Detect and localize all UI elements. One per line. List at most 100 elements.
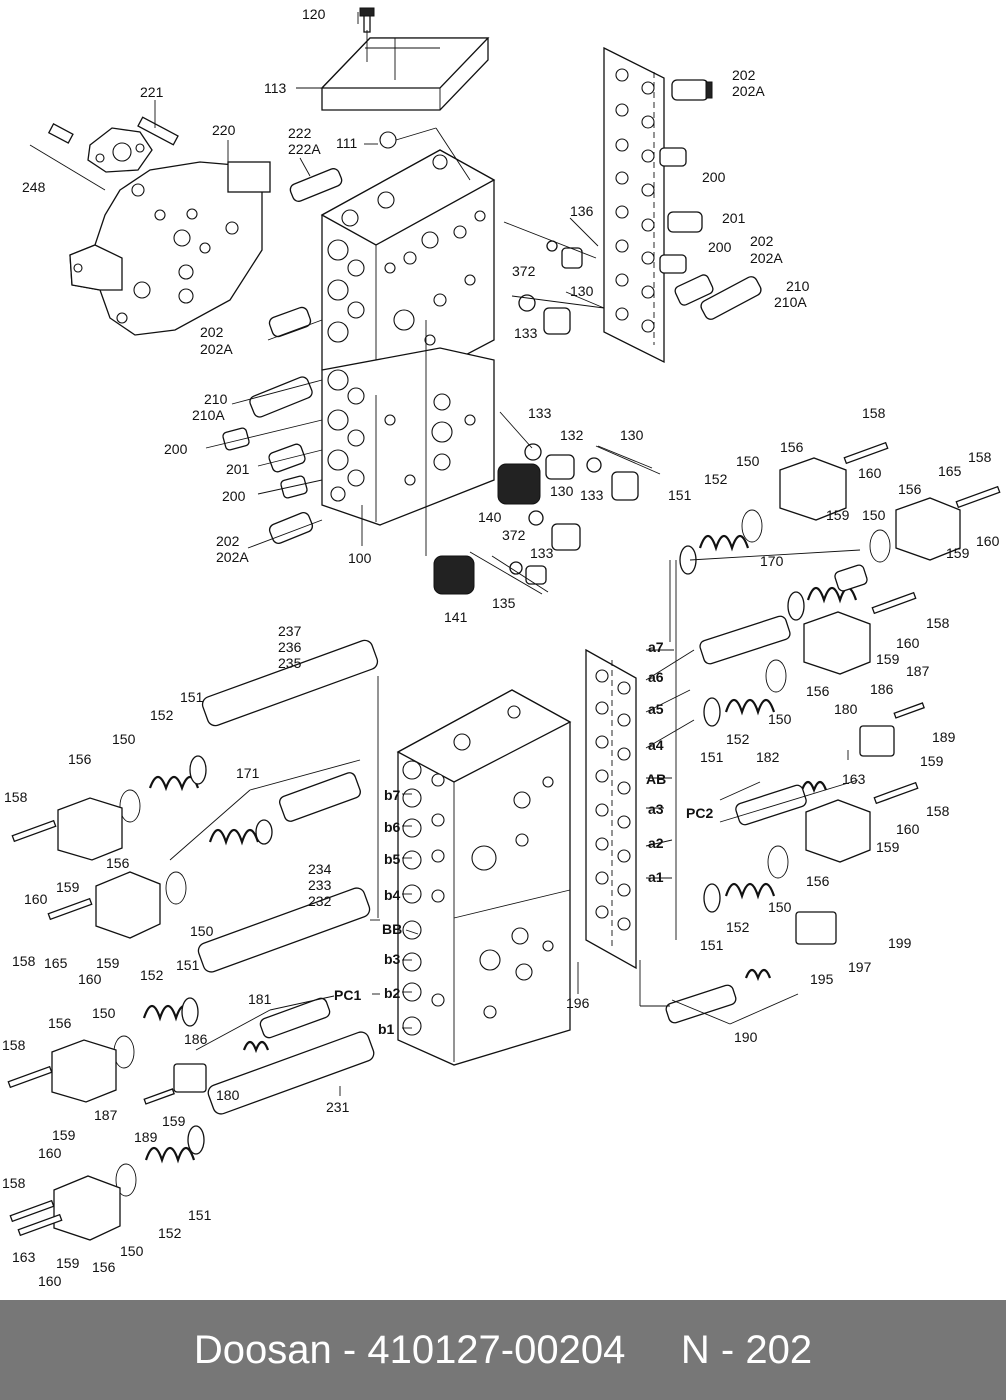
port-pc1: PC1	[334, 987, 361, 1003]
label-231: 231	[326, 1099, 350, 1115]
label-136: 136	[570, 203, 594, 219]
label-248: 248	[22, 179, 46, 195]
label-171: 171	[236, 765, 260, 781]
lower-left-springs	[113, 755, 273, 1197]
label-159-r2: 159	[946, 545, 970, 561]
label-199: 199	[888, 935, 912, 951]
port-bb: BB	[382, 921, 402, 937]
label-200-left2: 200	[222, 488, 246, 504]
label-165-r1: 165	[938, 463, 962, 479]
label-152-r1: 152	[704, 471, 728, 487]
label-236: 236	[278, 639, 302, 655]
port-a4: a4	[648, 737, 664, 753]
label-159-l5: 159	[56, 1255, 80, 1271]
label-201-top: 201	[722, 210, 746, 226]
label-151-r1: 151	[668, 487, 692, 503]
label-159-r5: 159	[876, 839, 900, 855]
label-186-r: 186	[870, 681, 894, 697]
label-202-top2: 202	[750, 233, 774, 249]
label-151-l3: 151	[188, 1207, 212, 1223]
label-195: 195	[810, 971, 834, 987]
pump-head-housing	[69, 161, 271, 336]
label-132: 132	[560, 427, 584, 443]
lower-valve-block	[396, 689, 572, 1066]
label-160-l4: 160	[38, 1273, 62, 1289]
label-135: 135	[492, 595, 516, 611]
lower-left-caps	[7, 797, 207, 1241]
label-372-mid: 372	[502, 527, 526, 543]
label-163-l: 163	[12, 1249, 36, 1265]
label-232: 232	[308, 893, 332, 909]
label-202-left: 202	[200, 324, 224, 340]
label-156-l2: 156	[106, 855, 130, 871]
label-151-r3: 151	[700, 937, 724, 953]
label-221: 221	[140, 84, 164, 100]
exploded-parts-diagram: 120 113 221 220 248 222 222A 111 202 202…	[2, 6, 1001, 1289]
port-ab: AB	[646, 771, 666, 787]
label-152-l1: 152	[150, 707, 174, 723]
port-b3: b3	[384, 951, 401, 967]
label-158-r2: 158	[968, 449, 992, 465]
label-187-r: 187	[906, 663, 930, 679]
middle-plugs	[289, 168, 639, 595]
label-150-r4: 150	[768, 899, 792, 915]
label-158-l1: 158	[4, 789, 28, 805]
upper-side-plate	[603, 46, 665, 364]
label-160-l2: 160	[78, 971, 102, 987]
label-150-r3: 150	[768, 711, 792, 727]
label-152-l3: 152	[158, 1225, 182, 1241]
label-180-r: 180	[834, 701, 858, 717]
label-158-l3: 158	[2, 1037, 26, 1053]
label-133-mid3: 133	[530, 545, 554, 561]
footer-caption: Doosan - 410127-00204 N - 202	[193, 1327, 813, 1372]
port-a5: a5	[648, 701, 664, 717]
label-158-l2: 158	[12, 953, 36, 969]
label-151-l1: 151	[180, 689, 204, 705]
label-159-r3: 159	[876, 651, 900, 667]
label-235: 235	[278, 655, 302, 671]
label-141: 141	[444, 609, 468, 625]
label-200-top2: 200	[708, 239, 732, 255]
label-133-mid2: 133	[580, 487, 604, 503]
label-159-r4: 159	[920, 753, 944, 769]
label-160-r4: 160	[896, 821, 920, 837]
label-159-l4: 159	[52, 1127, 76, 1143]
port-b2: b2	[384, 985, 401, 1001]
label-159-l2: 159	[96, 955, 120, 971]
label-150-l1: 150	[112, 731, 136, 747]
upper-valve-block	[320, 149, 496, 401]
label-140: 140	[478, 509, 502, 525]
label-151-l2: 151	[176, 957, 200, 973]
label-100: 100	[348, 550, 372, 566]
label-152-r3: 152	[726, 919, 750, 935]
label-160-r2: 160	[976, 533, 1000, 549]
label-181: 181	[248, 991, 272, 1007]
label-156-r4: 156	[806, 873, 830, 889]
label-163-r: 163	[842, 771, 866, 787]
lower-side-plate	[585, 648, 637, 970]
label-220: 220	[212, 122, 236, 138]
label-210a-left: 210A	[192, 407, 225, 423]
label-156-l1: 156	[68, 751, 92, 767]
label-159-r1: 159	[826, 507, 850, 523]
label-130-mid2: 130	[550, 483, 574, 499]
port-b5: b5	[384, 851, 401, 867]
label-233: 233	[308, 877, 332, 893]
label-156-l4: 156	[92, 1259, 116, 1275]
label-234: 234	[308, 861, 332, 877]
label-202a-top: 202A	[732, 83, 765, 99]
label-113: 113	[264, 80, 287, 96]
lower-right-springs	[679, 509, 891, 982]
label-180-l: 180	[216, 1087, 240, 1103]
label-200-top: 200	[702, 169, 726, 185]
label-160-l1: 160	[24, 891, 48, 907]
port-a2: a2	[648, 835, 664, 851]
leader-lines	[154, 12, 861, 1096]
label-150-l3: 150	[92, 1005, 116, 1021]
label-201-left: 201	[226, 461, 250, 477]
label-202a-top2: 202A	[750, 250, 783, 266]
flange-and-bolts	[29, 116, 179, 191]
label-202-left2: 202	[216, 533, 240, 549]
label-133-top: 133	[514, 325, 538, 341]
label-159-l3: 159	[162, 1113, 186, 1129]
